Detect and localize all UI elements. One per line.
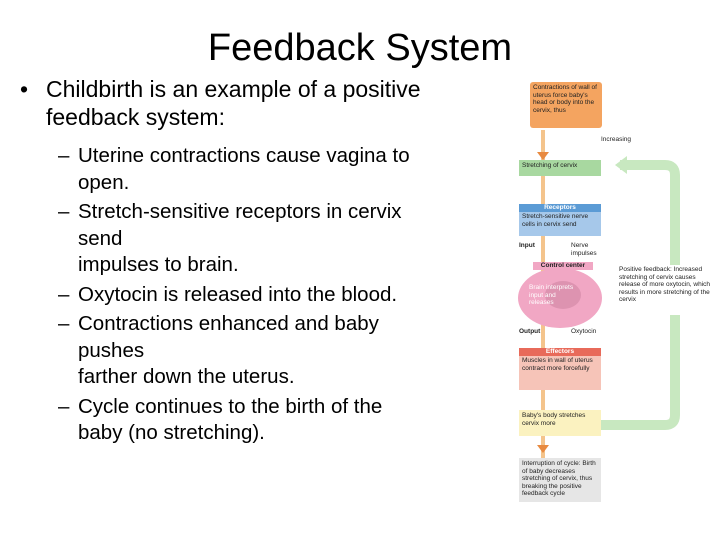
interruption-box: Interruption of cycle: Birth of baby dec… <box>519 458 601 502</box>
stretching-box: Stretching of cervix <box>519 160 601 176</box>
main-bullet-line: Childbirth is an example of a positive <box>46 76 421 102</box>
sub-bullet-line: open. <box>78 170 130 194</box>
sub-bullet-line: baby (no stretching). <box>78 421 265 444</box>
effectors-body: Muscles in wall of uterus contract more … <box>522 357 593 372</box>
receptors-box: Receptors Stretch-sensitive nerve cells … <box>519 204 601 236</box>
dash-marker: – <box>58 312 70 335</box>
feedback-diagram: Contractions of wall of uterus force bab… <box>505 80 720 510</box>
output-label: Output <box>519 328 541 335</box>
oxytocin-label: Oxytocin <box>571 328 597 335</box>
control-center-body: Brain interprets input and releases <box>529 284 574 306</box>
sub-bullet-item: – Stretch-sensitive receptors in cervix … <box>18 199 518 279</box>
receptors-header: Receptors <box>519 204 601 212</box>
sub-bullet-line: Stretch-sensitive receptors in cervix <box>78 200 402 223</box>
baby-stretches-text: Baby's body stretches cervix more <box>522 412 586 427</box>
positive-feedback-text: Positive feedback: Increased stretching … <box>619 266 711 303</box>
main-bullet: • Childbirth is an example of a positive… <box>18 75 518 131</box>
bullet-list: • Childbirth is an example of a positive… <box>18 75 518 450</box>
top-down-arrowhead <box>537 152 549 160</box>
slide-title: Feedback System <box>207 27 513 69</box>
sub-bullet-item: – Contractions enhanced and baby pushes … <box>18 311 518 391</box>
baby-stretches-box: Baby's body stretches cervix more <box>519 410 601 436</box>
stretching-text: Stretching of cervix <box>522 162 578 169</box>
effectors-box: Effectors Muscles in wall of uterus cont… <box>519 348 601 390</box>
sub-bullet-item: – Uterine contractions cause vagina to o… <box>18 143 518 196</box>
sub-bullet-line: impulses to brain. <box>78 253 239 276</box>
main-bullet-line: feedback system: <box>46 104 225 130</box>
dash-marker: – <box>58 144 70 167</box>
bullet-marker: • <box>20 76 29 102</box>
input-label: Input <box>519 242 535 249</box>
sub-bullet-line: farther down the uterus. <box>78 365 295 388</box>
baby-down-arrowhead <box>537 445 549 453</box>
sub-bullet-line: send <box>78 226 123 250</box>
dash-marker: – <box>58 282 70 306</box>
sub-bullet-line: Uterine contractions cause vagina to <box>78 144 410 167</box>
sub-bullet-line: pushes <box>78 338 145 362</box>
interruption-text: Interruption of cycle: Birth of baby dec… <box>522 460 596 497</box>
sub-bullet-item: – Oxytocin is released into the blood. <box>18 282 518 309</box>
dash-marker: – <box>58 394 70 418</box>
contractions-text: Contractions of wall of uterus force bab… <box>533 84 597 114</box>
positive-feedback-box: Positive feedback: Increased stretching … <box>617 265 717 315</box>
control-center-header: Control center <box>533 262 593 270</box>
brain-shape <box>545 281 581 309</box>
sub-bullet-list: – Uterine contractions cause vagina to o… <box>18 143 518 447</box>
effectors-header: Effectors <box>519 348 601 356</box>
increasing-label: Increasing <box>601 136 631 143</box>
sub-bullet-item: – Cycle continues to the birth of the ba… <box>18 394 518 447</box>
feedback-loop-arrowhead <box>615 156 627 174</box>
dash-marker: – <box>58 200 70 223</box>
receptors-body: Stretch-sensitive nerve cells in cervix … <box>522 213 589 228</box>
sub-bullet-line: Contractions enhanced and baby <box>78 312 379 335</box>
contractions-box: Contractions of wall of uterus force bab… <box>530 82 602 128</box>
sub-bullet-line: Oxytocin is released into the blood. <box>78 282 398 306</box>
sub-bullet-line: Cycle continues to the birth of the <box>78 394 383 418</box>
nerve-impulses-label: Nerve impulses <box>571 242 597 257</box>
